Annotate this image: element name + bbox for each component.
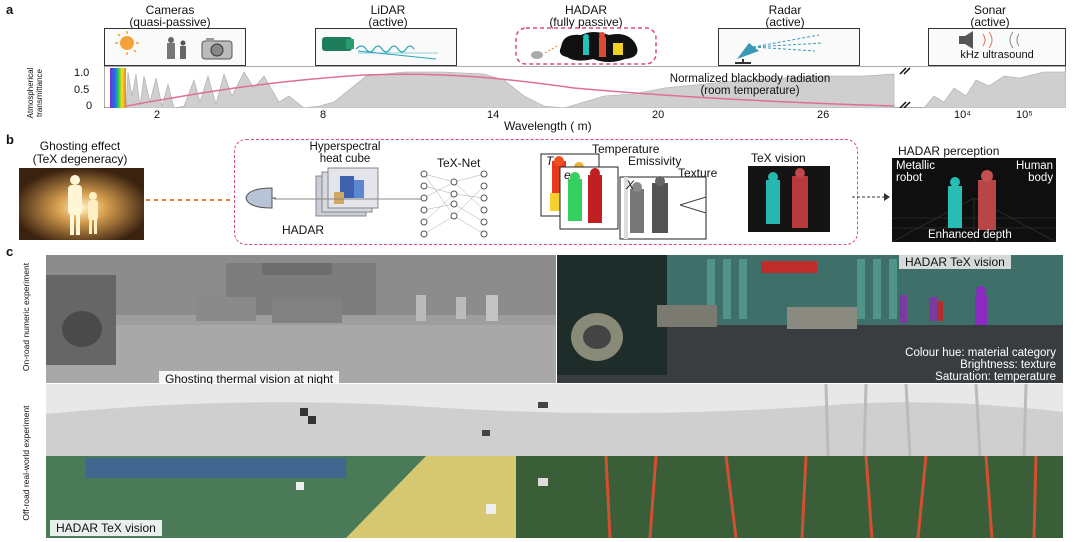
t-symbol: T <box>546 154 553 168</box>
lidar-icon <box>316 29 456 65</box>
ghosting-title: Ghosting effect (TeX degeneracy) <box>20 140 140 166</box>
sensor-mode: (active) <box>715 16 855 28</box>
human-line1: Human <box>1016 160 1053 172</box>
xtick-8: 8 <box>320 109 326 121</box>
visible-spectrum-band <box>110 68 126 108</box>
xlabel: Wavelength ( m) <box>504 119 592 133</box>
xtick-14: 14 <box>487 109 499 121</box>
tex-decomposition-maps <box>540 153 712 241</box>
onroad-thermal-image <box>46 255 556 383</box>
xtick-1e4: 10⁴ <box>954 109 971 121</box>
sensor-sonar-title: Sonar (active) <box>920 4 1060 28</box>
sensor-radar-title: Radar (active) <box>715 4 855 28</box>
tex-vision-image <box>748 166 830 232</box>
xtick-2: 2 <box>154 109 160 121</box>
perception-title: HADAR perception <box>898 144 999 158</box>
tex-legend: Colour hue: material category Brightness… <box>800 347 1056 383</box>
sonar-icon-box: kHz ultrasound <box>928 28 1066 66</box>
legend-hue: Colour hue: material category <box>800 347 1056 359</box>
x-symbol: X <box>626 178 634 192</box>
transmittance-ylabel: Atmospherical transmittance <box>22 66 48 118</box>
heat-cube-title: Hyperspectral heat cube <box>293 141 397 165</box>
offroad-tex-image <box>46 456 1063 538</box>
bottom-tex-caption: HADAR TeX vision <box>50 520 162 536</box>
heat-cube-line1: Hyperspectral <box>293 141 397 153</box>
ghosting-image <box>19 168 144 240</box>
tex-vision-title: HADAR TeX vision <box>899 255 1011 269</box>
e-symbol: e <box>564 168 571 182</box>
enhanced-depth-label: Enhanced depth <box>928 229 1012 241</box>
radar-icon-box <box>718 28 860 66</box>
tex-vision-label: TeX vision <box>751 151 806 165</box>
sensor-lidar-title: LiDAR (active) <box>318 4 458 28</box>
legend-brightness: Brightness: texture <box>800 359 1056 371</box>
lidar-icon-box <box>315 28 457 66</box>
onroad-label-text: On-road numeric experiment <box>21 255 31 379</box>
metallic-line2: robot <box>896 172 935 184</box>
xtick-20: 20 <box>652 109 664 121</box>
camera-icon-box <box>104 28 246 66</box>
ytick-0: 0 <box>86 100 92 112</box>
panel-letter-c: c <box>6 244 13 259</box>
xtick-26: 26 <box>817 109 829 121</box>
legend-saturation: Saturation: temperature <box>800 371 1056 383</box>
panel-letter-a: a <box>6 2 13 17</box>
camera-icon <box>105 29 245 65</box>
ytick-05: 0.5 <box>74 84 89 96</box>
sensor-hadar-title: HADAR (fully passive) <box>516 4 656 28</box>
sensor-mode: (quasi-passive) <box>100 16 240 28</box>
sensor-mode: (active) <box>920 16 1060 28</box>
offroad-thermal-image <box>46 384 1063 456</box>
panel-letter-b: b <box>6 132 14 147</box>
human-body-label: Human body <box>1016 160 1053 184</box>
radar-dish-icon <box>719 29 859 65</box>
speaker-icon <box>929 29 1065 51</box>
ytick-1: 1.0 <box>74 67 89 79</box>
offroad-label-text: Off-road real-world experiment <box>21 392 31 534</box>
chart-annotation: Normalized blackbody radiation (room tem… <box>600 73 900 97</box>
texnet-diagram <box>274 168 544 238</box>
human-line2: body <box>1016 172 1053 184</box>
ghosting-connector <box>144 197 236 203</box>
hadar-icon-box <box>515 27 657 65</box>
offroad-side-label: Off-road real-world experiment <box>14 394 38 536</box>
sensor-mode: (active) <box>318 16 458 28</box>
xtick-1e5: 10⁵ <box>1016 109 1033 121</box>
metallic-robot-label: Metallic robot <box>896 160 935 184</box>
metallic-line1: Metallic <box>896 160 935 172</box>
arrow-icon <box>852 192 892 202</box>
sonar-caption: kHz ultrasound <box>929 49 1065 61</box>
ghosting-title-line2: (TeX degeneracy) <box>20 153 140 166</box>
transmittance-chart <box>104 66 1066 108</box>
heat-cube-line2: heat cube <box>293 153 397 165</box>
sensor-cameras-title: Cameras (quasi-passive) <box>100 4 240 28</box>
onroad-side-label: On-road numeric experiment <box>14 256 38 380</box>
hadar-sensor-icon <box>242 186 278 210</box>
annotation-line2: (room temperature) <box>600 85 900 97</box>
annotation-line1: Normalized blackbody radiation <box>600 73 900 85</box>
ylabel-text: Atmospherical transmittance <box>26 46 44 140</box>
hadar-icon <box>515 27 657 65</box>
